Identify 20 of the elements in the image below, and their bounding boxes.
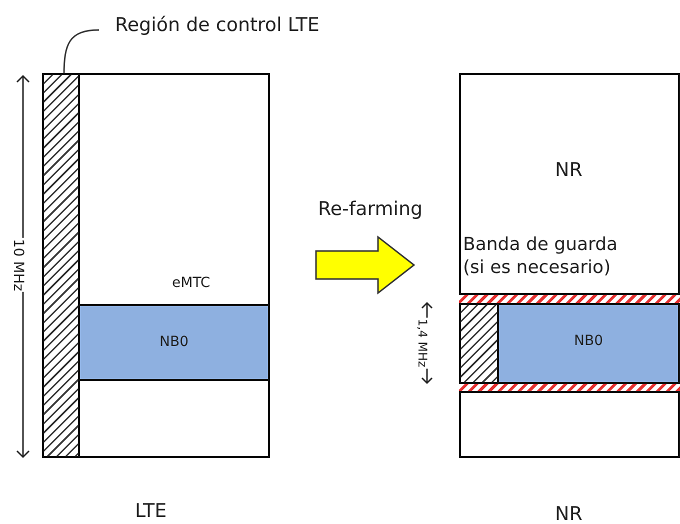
band-label: NR [555, 159, 582, 181]
carrier-block [459, 73, 680, 458]
block-arrow [315, 235, 416, 295]
carrier-block [42, 73, 270, 458]
callout-label: Región de control LTE [115, 14, 320, 36]
guard-band [459, 293, 680, 305]
carrier-caption: LTE [135, 500, 167, 522]
dimension-label: 1,4 MHz [414, 318, 429, 368]
band-label: NB0 [573, 333, 604, 349]
carrier-caption: NR [555, 503, 582, 524]
hatched-control-region [461, 304, 499, 383]
edge-label: Re-farming [318, 198, 423, 220]
hatched-control-region [44, 75, 80, 456]
band-label: NB0 [158, 334, 190, 350]
guard-band [459, 382, 680, 393]
frequency-band [499, 304, 678, 383]
annotation-text: Banda de guarda (si es necesario) [463, 234, 619, 279]
leader-line [63, 29, 100, 76]
frequency-band [80, 304, 268, 381]
band-label: eMTC [172, 275, 210, 291]
